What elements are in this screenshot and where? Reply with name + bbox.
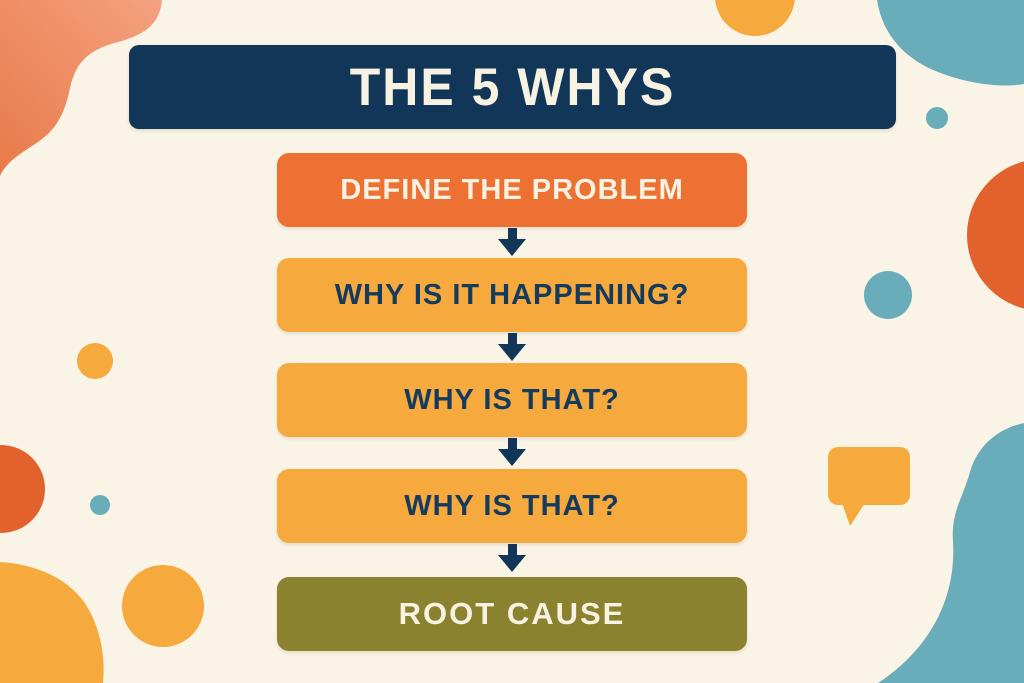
title-banner: THE 5 WHYS <box>129 45 896 129</box>
blob-bottom-right-teal <box>878 423 1024 683</box>
down-arrow-icon <box>498 228 526 256</box>
step-box-why-is-that-1: WHY IS THAT? <box>277 363 747 437</box>
down-arrow-icon <box>498 333 526 361</box>
dot-teal-left <box>90 495 110 515</box>
blob-top-right-teal <box>877 0 1024 86</box>
step-label: WHY IS THAT? <box>404 383 620 416</box>
step-label: WHY IS IT HAPPENING? <box>334 278 690 311</box>
dot-amber-left <box>77 343 113 379</box>
corner-blob-top-left <box>0 0 162 176</box>
step-box-why-happening: WHY IS IT HAPPENING? <box>277 258 747 332</box>
dot-teal-upper-right <box>926 107 948 129</box>
step-box-why-is-that-2: WHY IS THAT? <box>277 469 747 543</box>
step-label: ROOT CAUSE <box>398 596 626 631</box>
step-label: WHY IS THAT? <box>404 489 620 522</box>
circle-top-yellow <box>715 0 795 36</box>
circle-bottom-amber <box>122 565 204 647</box>
speech-bubble-icon <box>828 447 910 526</box>
page-title: THE 5 WHYS <box>349 57 676 117</box>
half-circle-left-orange <box>0 445 45 533</box>
circle-right-teal <box>864 271 912 319</box>
half-circle-right-orange <box>967 161 1024 309</box>
step-box-define-problem: DEFINE THE PROBLEM <box>277 153 747 227</box>
corner-blob-bottom-left-amber <box>0 562 104 683</box>
down-arrow-icon <box>498 544 526 572</box>
step-label: DEFINE THE PROBLEM <box>340 173 684 206</box>
down-arrow-icon <box>498 438 526 466</box>
step-box-root-cause: ROOT CAUSE <box>277 577 747 651</box>
